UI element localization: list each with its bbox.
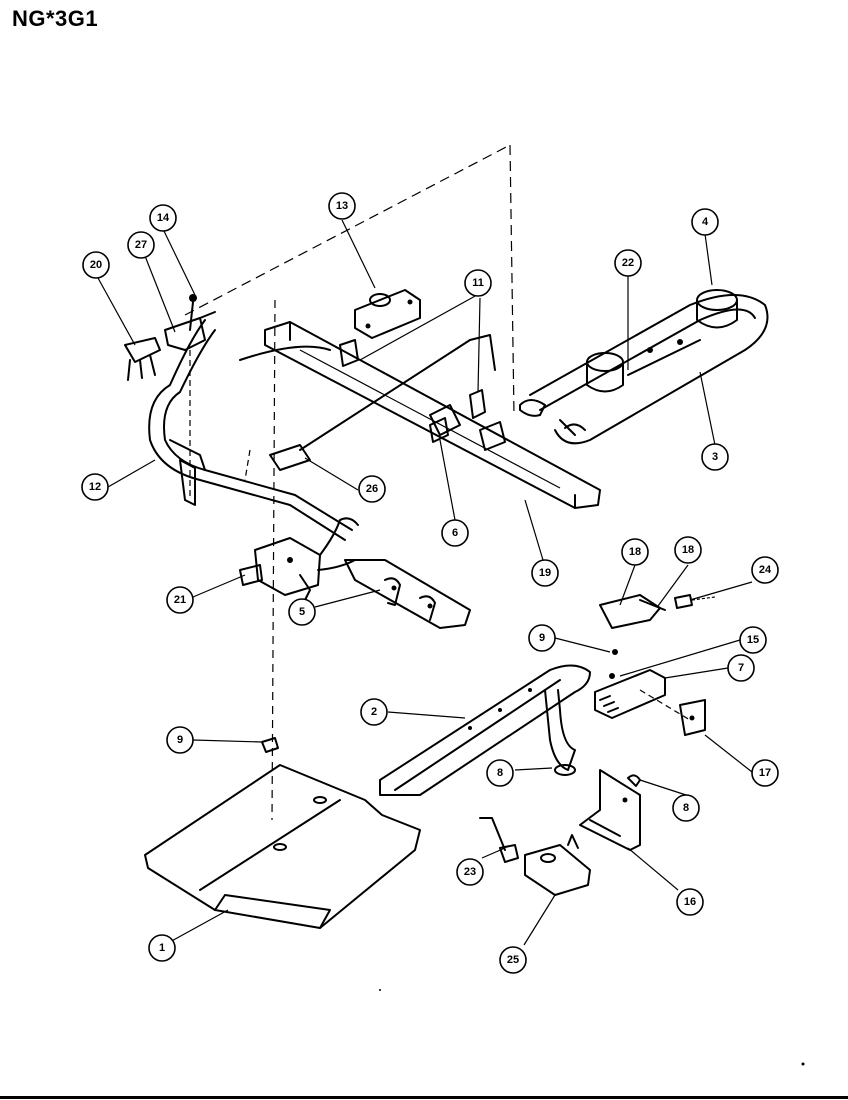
callout-8-second: 8 [672, 794, 700, 822]
callout-6: 6 [441, 519, 469, 547]
page-title: NG*3G1 [12, 6, 99, 31]
callout-9: 9 [166, 726, 194, 754]
callout-label: 26 [366, 483, 378, 495]
callout-label: 14 [157, 212, 170, 224]
baffle-part-1 [144, 737, 421, 929]
callout-label: 4 [702, 216, 709, 228]
callout-label: 18 [682, 544, 694, 556]
callout-9-second: 9 [528, 624, 556, 652]
fitting-part-26 [269, 334, 496, 471]
callout-21: 21 [166, 586, 194, 614]
callout-label: 9 [539, 632, 545, 644]
callout-19: 19 [531, 559, 559, 587]
callout-label: 16 [684, 896, 696, 908]
callout-label: 21 [174, 594, 186, 606]
callout-label: 23 [464, 866, 476, 878]
callout-label: 11 [472, 277, 484, 289]
callout-label: 22 [622, 257, 634, 269]
callout-12: 12 [81, 473, 109, 501]
regulator-part-13 [354, 289, 421, 339]
callout-16: 16 [676, 888, 704, 916]
callout-label: 20 [90, 259, 102, 271]
callout-27: 27 [127, 231, 155, 259]
callout-3: 3 [701, 443, 729, 471]
callout-label: 27 [135, 239, 147, 251]
callout-label: 12 [89, 481, 101, 493]
callout-label: 15 [747, 634, 759, 646]
callout-label: 5 [299, 606, 305, 618]
callout-label: 24 [759, 564, 772, 576]
callout-label: 6 [452, 527, 458, 539]
manifold-part-5 [344, 559, 471, 629]
top-burner-assembly [519, 289, 769, 445]
bake-burner-part-2 [379, 664, 591, 796]
spark-module-part-7 [594, 649, 666, 719]
callout-20: 20 [82, 251, 110, 279]
callout-26: 26 [358, 475, 386, 503]
leader-lines [97, 219, 753, 946]
callout-18: 18 [621, 538, 649, 566]
bracket-part-17 [627, 699, 706, 787]
manifold-tube-part-12 [148, 319, 353, 541]
reference-lines [184, 144, 691, 821]
callout-14: 14 [149, 204, 177, 232]
callout-23: 23 [456, 858, 484, 886]
callout-label: 17 [759, 767, 771, 779]
callout-label: 13 [336, 200, 348, 212]
small-fittings [339, 339, 486, 443]
callout-label: 19 [539, 567, 551, 579]
stray-dot [379, 989, 381, 991]
burner-channel [264, 321, 601, 509]
callout-25: 25 [499, 946, 527, 974]
callout-label: 18 [629, 546, 641, 558]
callout-label: 8 [683, 802, 689, 814]
callout-label: 8 [497, 767, 503, 779]
callout-label: 7 [738, 662, 744, 674]
spark-bracket [599, 594, 716, 629]
callout-label: 2 [371, 706, 377, 718]
callout-7: 7 [727, 654, 755, 682]
callout-5: 5 [288, 598, 316, 626]
callout-17: 17 [751, 759, 779, 787]
valve-part-21 [239, 517, 359, 601]
bottom-rule [0, 1096, 848, 1099]
callout-1: 1 [148, 934, 176, 962]
regulator-part-25 [479, 817, 591, 896]
callout-8: 8 [486, 759, 514, 787]
callout-15: 15 [739, 626, 767, 654]
callout-22: 22 [614, 249, 642, 277]
callout-11: 11 [464, 269, 492, 297]
stray-dot [801, 1062, 805, 1066]
callout-2: 2 [360, 698, 388, 726]
ignitor-bracket [124, 294, 216, 381]
callout-18-second: 18 [674, 536, 702, 564]
callout-label: 9 [177, 734, 183, 746]
callout-label: 1 [159, 942, 165, 954]
callout-13: 13 [328, 192, 356, 220]
callout-label: 3 [712, 451, 718, 463]
callout-4: 4 [691, 208, 719, 236]
callout-24: 24 [751, 556, 779, 584]
callout-label: 25 [507, 954, 519, 966]
